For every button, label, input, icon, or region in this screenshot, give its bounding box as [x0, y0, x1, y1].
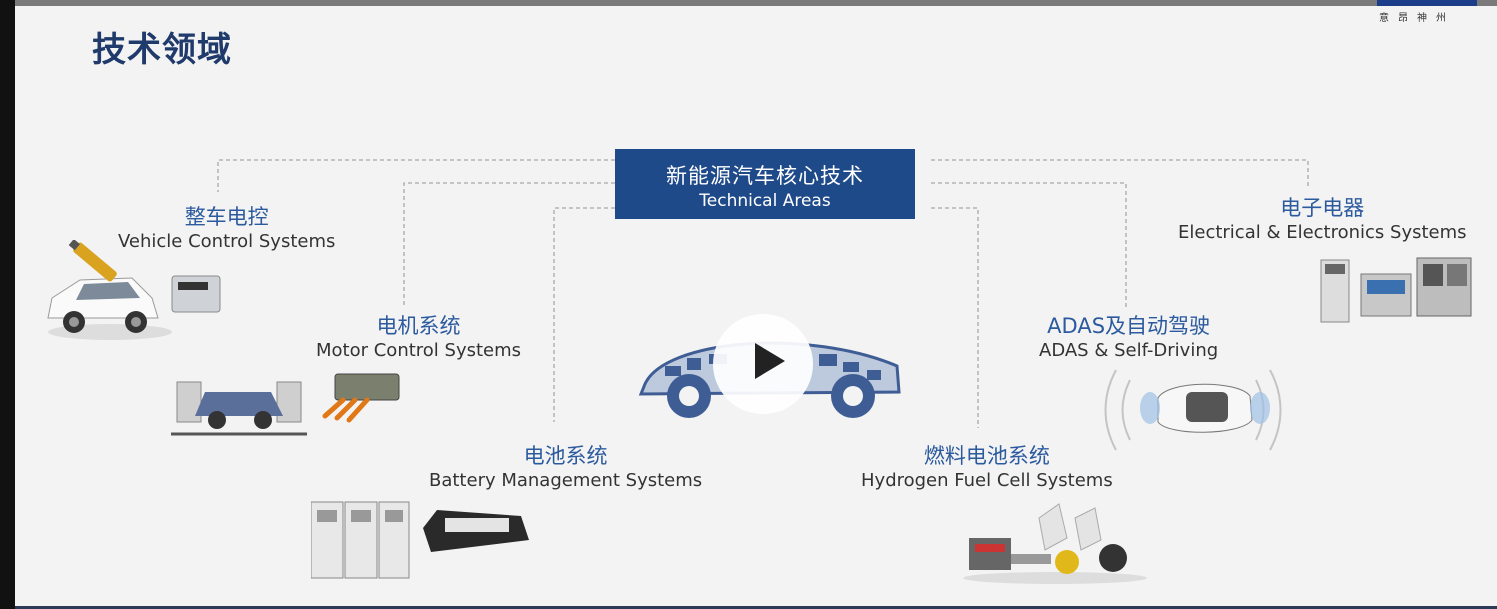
company-logo: 意昂神州: [1377, 0, 1487, 24]
area-label-cn: 电池系统: [523, 444, 608, 468]
top-bar: [15, 0, 1497, 6]
vehicle-parts-car-image: [638, 341, 901, 418]
connector-battery: [553, 207, 615, 422]
vehicle-control-image: [47, 240, 221, 340]
area-label-cn: 整车电控: [184, 205, 269, 229]
area-label-en: Electrical & Electronics Systems: [1178, 222, 1467, 243]
electrical-test-bench-image: [1320, 257, 1472, 323]
logo-text: 意昂神州: [1379, 13, 1455, 24]
slide: 技术领域 意昂神州 新能源汽车核心技术 Technical Areas 整车电控…: [15, 0, 1497, 609]
page-title: 技术领域: [92, 30, 232, 70]
connector-motor-control: [403, 182, 615, 308]
core-technology-cn: 新能源汽车核心技术: [666, 164, 864, 188]
connector-fuel-cell: [931, 207, 979, 428]
connector-electrical: [931, 159, 1309, 188]
area-label-cn: ADAS及自动驾驶: [1047, 314, 1211, 338]
area-battery: 电池系统 Battery Management Systems: [429, 440, 702, 491]
area-vehicle-control: 整车电控 Vehicle Control Systems: [118, 201, 335, 252]
bottom-bar: [15, 606, 1497, 609]
area-label-en: ADAS & Self-Driving: [1039, 340, 1219, 361]
area-label-en: Battery Management Systems: [429, 470, 703, 491]
connector-lines: [217, 159, 1309, 428]
area-fuel-cell: 燃料电池系统 Hydrogen Fuel Cell Systems: [861, 440, 1113, 491]
area-adas: ADAS及自动驾驶 ADAS & Self-Driving: [1039, 310, 1218, 361]
area-label-cn: 电机系统: [376, 314, 461, 338]
connector-adas: [931, 182, 1127, 308]
core-technology-box: 新能源汽车核心技术 Technical Areas: [615, 149, 915, 219]
area-label-cn: 燃料电池系统: [923, 444, 1050, 468]
core-technology-en: Technical Areas: [699, 191, 831, 211]
area-label-cn: 电子电器: [1280, 196, 1365, 220]
area-motor-control: 电机系统 Motor Control Systems: [316, 310, 521, 361]
adas-image: [1104, 369, 1282, 451]
logo-mark: [1377, 0, 1477, 6]
area-label-en: Vehicle Control Systems: [118, 231, 336, 252]
fuel-cell-image: [963, 503, 1147, 584]
motor-control-image: [171, 373, 400, 436]
play-icon[interactable]: [755, 343, 785, 379]
connector-vehicle-control: [217, 159, 615, 192]
area-electrical: 电子电器 Electrical & Electronics Systems: [1178, 192, 1467, 243]
area-label-en: Hydrogen Fuel Cell Systems: [861, 470, 1113, 491]
battery-image: [311, 501, 529, 579]
area-label-en: Motor Control Systems: [316, 340, 522, 361]
